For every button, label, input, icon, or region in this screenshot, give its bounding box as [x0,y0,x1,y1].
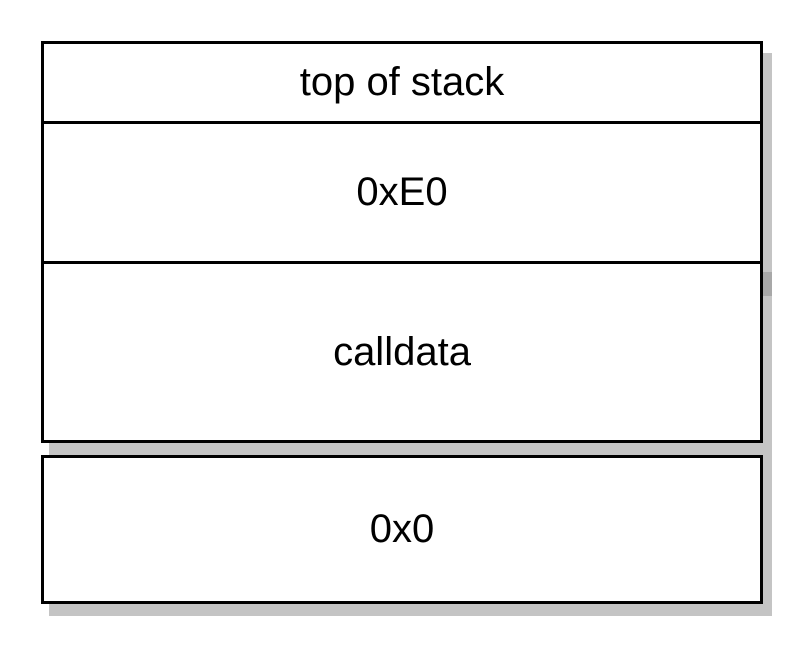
stack-cell-label: 0xE0 [356,170,448,214]
stack-cell-label: calldata [333,329,471,374]
stack-shadow-right-lower [763,296,772,452]
stack-shadow-right-middle [763,135,772,272]
stack-cell-top-of-stack: top of stack [41,41,763,124]
stack-shadow-right-bottom [763,455,772,616]
stack-cell-label: top of stack [299,60,505,104]
stack-cell-0xe0: 0xE0 [41,121,763,264]
stack-shadow-bottom [49,603,772,616]
stack-shadow-inner [49,443,763,455]
stack-shadow-right-top [763,53,772,133]
stack-shadow-tick-3 [763,452,772,455]
stack-cell-label: 0x0 [369,507,435,551]
stack-divider [41,440,763,443]
stack-cell-calldata: calldata [41,261,763,443]
stack-shadow-tick-2 [763,272,772,296]
stack-cell-0x0: 0x0 [41,455,763,604]
stack-shadow-tick-1 [763,132,772,135]
